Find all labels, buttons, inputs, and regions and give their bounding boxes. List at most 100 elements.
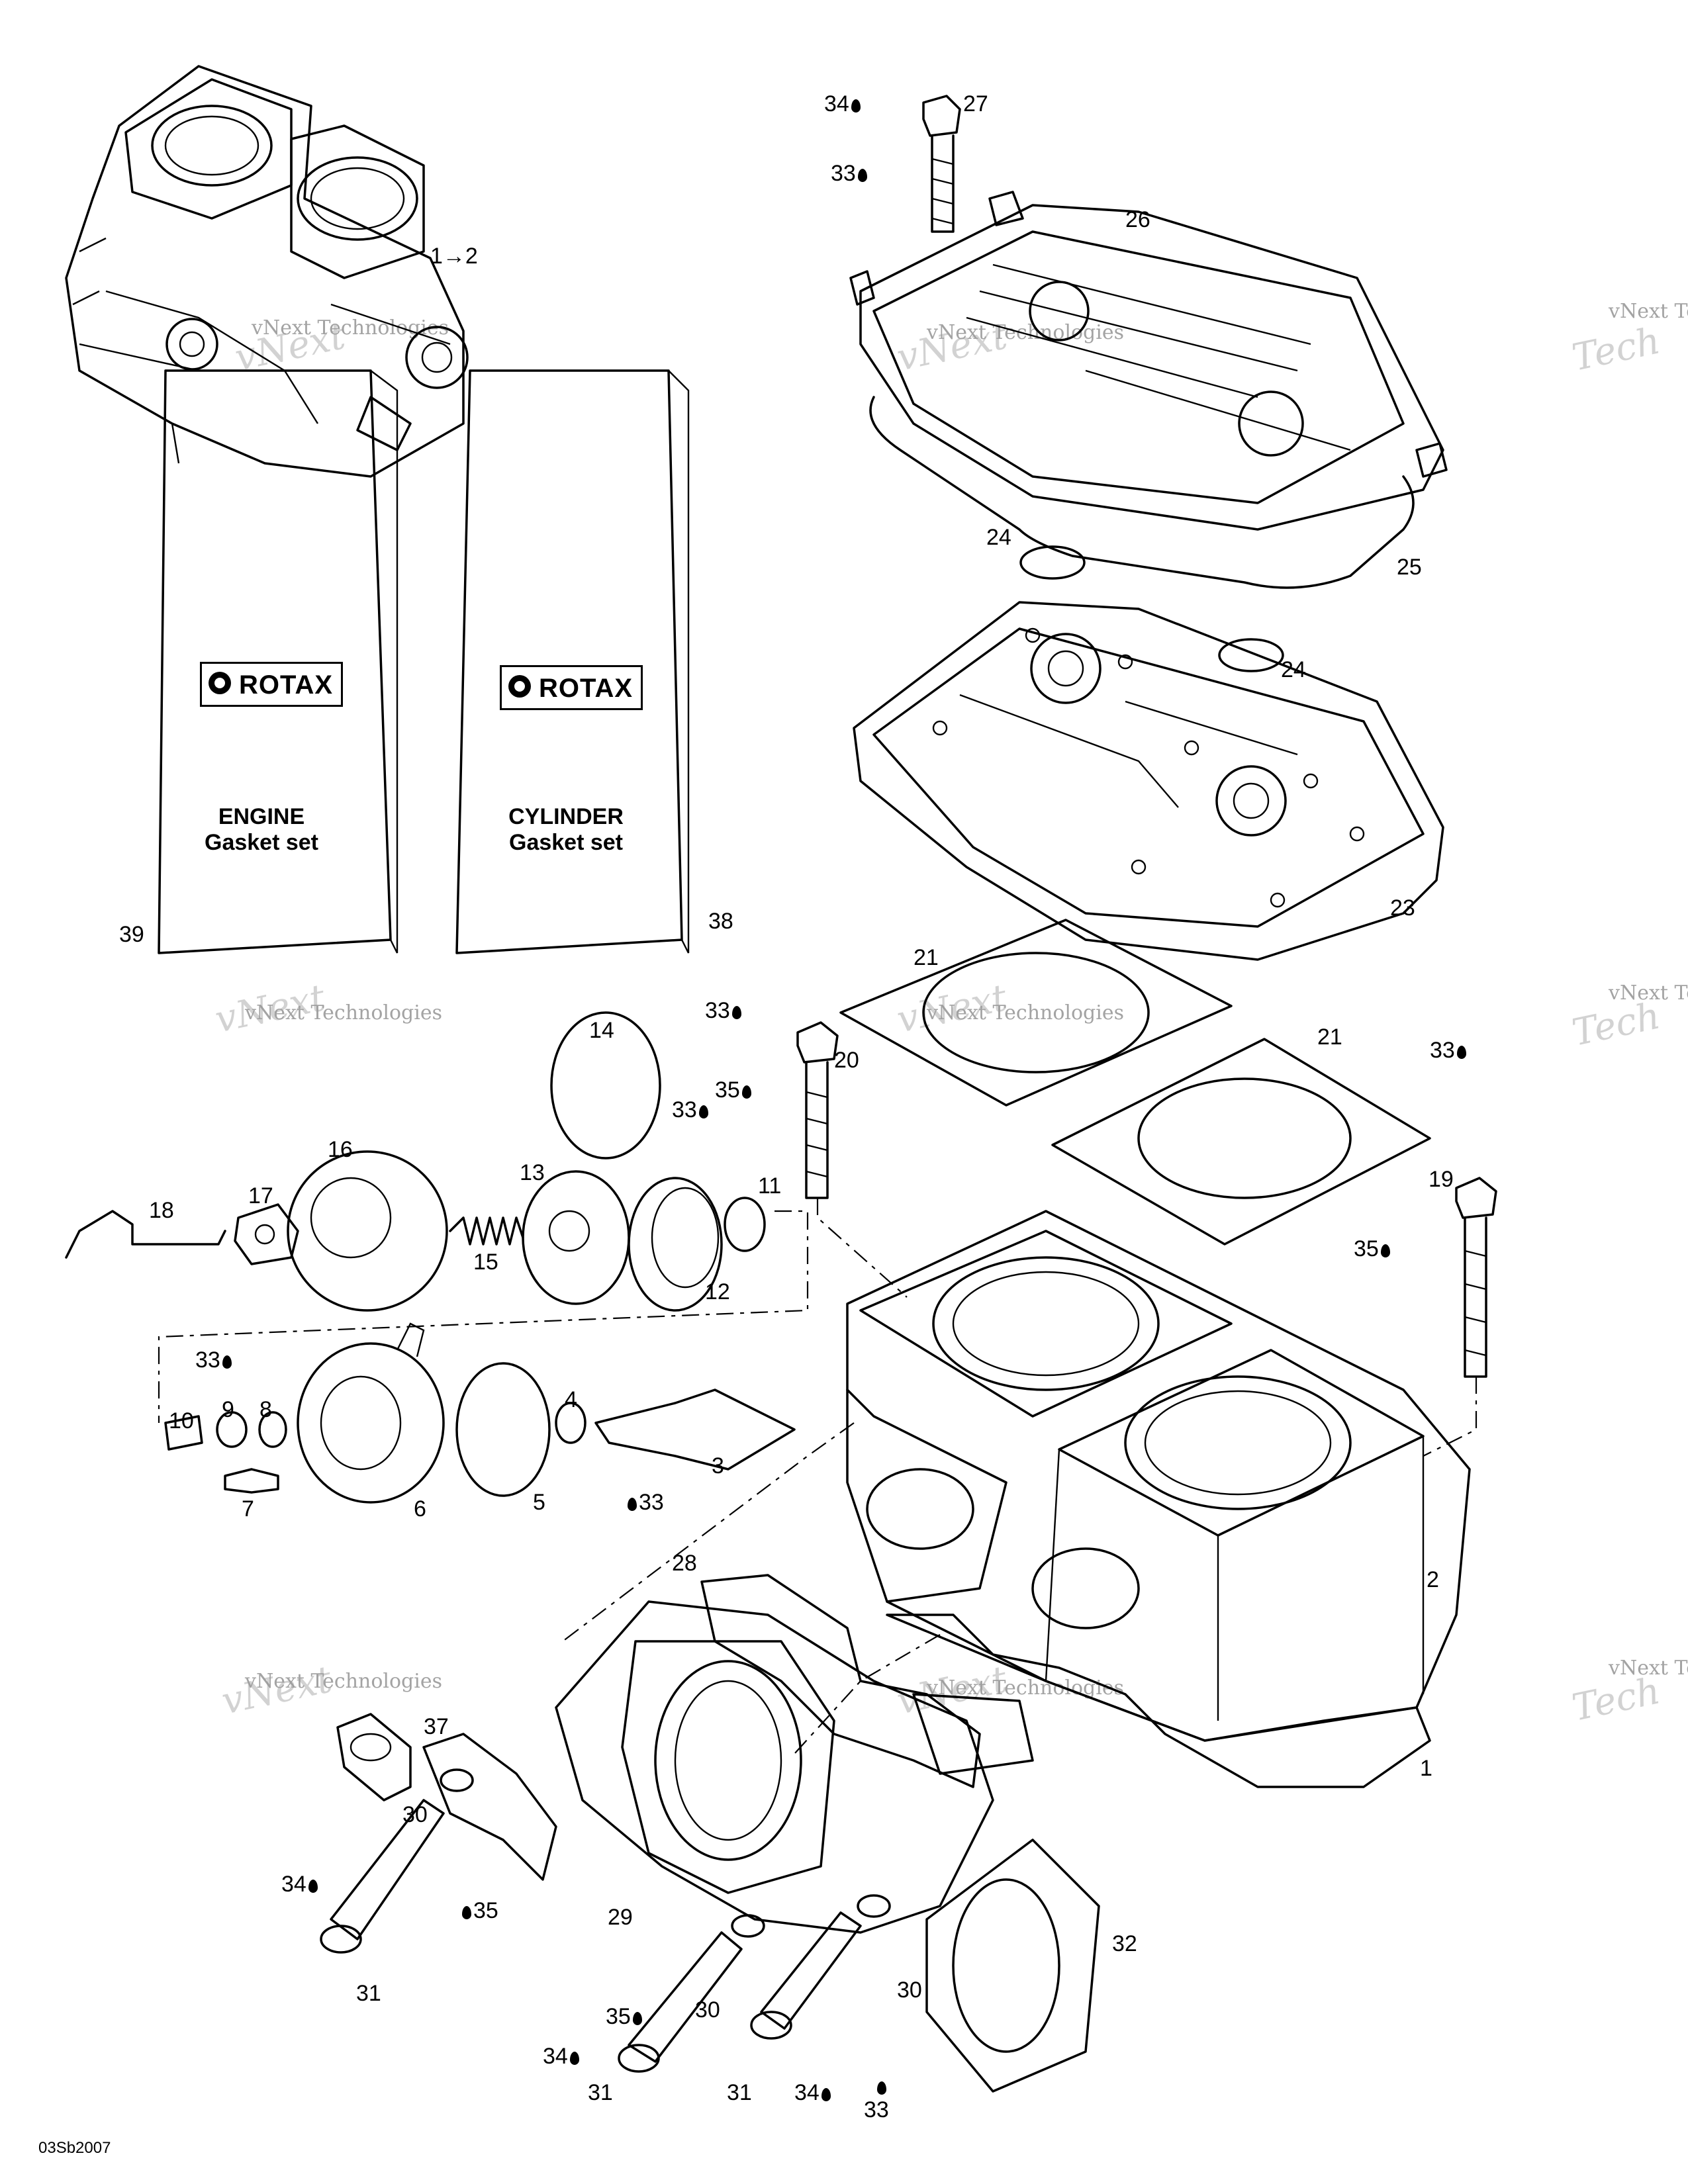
callout-19: 19 [1429,1168,1454,1191]
callout-26: 26 [1125,208,1150,231]
exhaust-gasket-32 [925,1839,1100,2093]
callout-label: 35 [606,2004,631,2029]
callout-label: 14 [589,1018,614,1043]
cylinder-block-2 [846,1210,1471,1742]
manifold-bolt-31-right [750,1911,862,2040]
gasket-5 [455,1362,551,1497]
svg-text:vNext Te: vNext Te [1608,300,1688,323]
bellows-14 [550,1011,661,1160]
sealant-drop-icon [308,1880,318,1893]
callout-label: 27 [963,91,988,116]
callout-label: 11 [758,1173,782,1199]
sealant-drop-icon [877,2081,886,2095]
callout-28: 28 [672,1552,697,1574]
callout-10: 10 [169,1410,194,1432]
manifold-gasket-37 [422,1733,557,1881]
callout-31: 31 [356,1982,381,2005]
callout-12: 12 [705,1281,730,1303]
callout-21: 21 [1317,1026,1342,1048]
sealant-drop-icon [741,1085,751,1099]
svg-text:vNext Technologies: vNext Technologies [251,316,449,340]
callout-label: 33 [831,161,856,186]
callout-35-sealant: 35 [1354,1238,1392,1260]
valve-cover-16 [287,1150,448,1312]
callout-31: 31 [588,2081,613,2104]
o-ring-8 [258,1411,287,1448]
callout-17: 17 [248,1185,273,1207]
rotax-logo-icon [209,672,231,694]
callout-33-sealant: 33 [705,999,743,1022]
sealant-drop-icon [1456,1046,1466,1059]
callout-8: 8 [259,1398,272,1421]
o-ring-24-left [1019,545,1086,580]
callout-33-sealant: 33 [864,2081,889,2121]
callout-label: 34 [824,91,849,116]
sealant-drop-icon [1380,1244,1390,1257]
callout-label: 2 [1427,1567,1439,1592]
callout-16: 16 [328,1138,353,1161]
cylinder-head-cover-26 [849,191,1448,531]
svg-text:vNext Technologies: vNext Technologies [244,1001,442,1024]
engine-gasket-kit-box [158,369,399,954]
engine-assembly-drawing [65,65,469,478]
callout-31: 31 [727,2081,752,2104]
callout-label: 37 [424,1714,449,1739]
callout-label: 33 [864,2097,889,2122]
cylinder-kit-part-number: 38 [708,909,733,934]
callout-label: 10 [169,1408,194,1433]
rotax-logo-icon [508,675,531,698]
callout-label: 21 [1317,1024,1342,1050]
cylinder-kit-title-line2: Gasket set [509,830,623,855]
callout-30: 30 [695,1999,720,2021]
callout-label: 35 [473,1898,498,1923]
sealant-drop-icon [857,169,867,182]
callout-label: 30 [897,1978,922,2003]
sealant-drop-icon [462,1906,471,1919]
engine-kit-part-number: 39 [119,922,144,947]
callout-label: 17 [248,1183,273,1208]
callout-34-sealant: 34 [543,2045,581,2068]
sealant-drop-icon [628,1498,637,1511]
callout-33-sealant: 33 [831,162,869,185]
callout-label: 3 [712,1453,724,1479]
washer-30-left [440,1768,474,1792]
callout-33-sealant: 33 [1430,1039,1468,1062]
callout-label: 8 [259,1397,272,1422]
engine-kit-title-line2: Gasket set [205,830,318,855]
sealant-drop-icon [731,1006,741,1019]
washer-30-right [857,1894,891,1918]
sealant-drop-icon [632,2012,642,2025]
piston-13 [522,1170,630,1305]
callout-label: 24 [986,525,1011,550]
callout-29: 29 [608,1906,633,1929]
callout-label: 28 [672,1551,697,1576]
callout-label: 1 [1420,1756,1432,1781]
callout-label: 18 [149,1198,174,1223]
screw-7 [224,1468,279,1494]
callout-24: 24 [1281,659,1306,681]
washer-9 [216,1411,248,1448]
bolt-19 [1455,1177,1497,1378]
callout-27: 27 [963,93,988,115]
head-gasket-21-right [1051,1038,1431,1246]
callout-label: 33 [1430,1038,1455,1063]
callout-label: 20 [834,1048,859,1073]
engine-kit-title: ENGINE Gasket set [162,804,361,856]
cylinder-gasket-kit-box [455,369,690,954]
callout-30: 30 [402,1803,428,1826]
cylinder-base-gasket-1 [886,1614,1431,1788]
callout-label: 25 [1397,555,1422,580]
svg-text:vNext Technologies: vNext Technologies [244,1670,442,1693]
callout-label: 6 [414,1496,426,1522]
callout-label: 33 [195,1347,220,1373]
callout-label: 32 [1112,1931,1137,1956]
callout-3: 3 [712,1455,724,1477]
callout-9: 9 [222,1398,234,1421]
callout-label: 35 [1354,1236,1379,1261]
callout-label: 15 [473,1250,498,1275]
nut-17 [234,1203,299,1265]
engine-kit-title-line1: ENGINE [218,804,305,829]
callout-1→2: 1→2 [430,245,478,267]
engine-kit-logo-text: ROTAX [239,670,334,700]
callout-33-sealant: 33 [195,1349,234,1371]
